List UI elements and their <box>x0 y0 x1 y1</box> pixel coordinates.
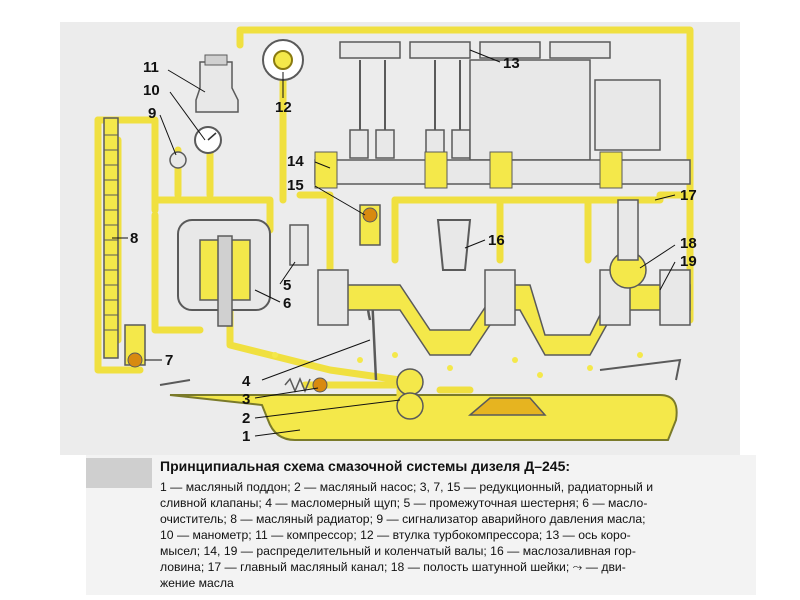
cylinder-head <box>469 59 591 161</box>
drain-valve-ball <box>362 207 378 223</box>
callout-2: 2 <box>242 410 250 427</box>
piston <box>594 79 661 151</box>
callout-9: 9 <box>148 105 156 122</box>
oil-pickup-screen <box>467 397 547 416</box>
rocker-assembly <box>339 41 611 59</box>
oil-sump <box>169 394 678 441</box>
reducing-valve-ball <box>312 377 328 393</box>
caption-line: сливной клапаны; 4 — масломерный щуп; 5 … <box>160 496 648 510</box>
intermediate-gear <box>289 224 309 266</box>
callout-19: 19 <box>680 253 697 270</box>
caption-panel <box>86 455 756 595</box>
reducing-valve-spring <box>284 377 311 393</box>
turbocharger-bushing <box>273 50 293 70</box>
caption-line: 10 — манометр; 11 — компрессор; 12 — вту… <box>160 528 631 542</box>
oil-drips <box>272 352 643 378</box>
cam-lobes <box>314 151 623 189</box>
caption-line: жение масла <box>160 576 234 590</box>
oil-pump-gear-top <box>396 368 424 396</box>
oil-filter-rotor <box>217 235 233 327</box>
compressor-head <box>204 54 228 66</box>
callout-3: 3 <box>242 391 250 408</box>
caption-line: 1 — масляный поддон; 2 — масляный насос;… <box>160 480 654 494</box>
compressor <box>195 61 239 113</box>
callout-7: 7 <box>165 352 173 369</box>
callout-5: 5 <box>283 277 291 294</box>
callout-18: 18 <box>680 235 697 252</box>
callout-14: 14 <box>287 153 304 170</box>
callout-17: 17 <box>680 187 697 204</box>
callout-10: 10 <box>143 82 160 99</box>
conrod <box>617 199 639 261</box>
sump-outline <box>159 358 682 386</box>
callout-15: 15 <box>287 177 304 194</box>
oil-pump-gear-bottom <box>396 392 424 420</box>
callout-13: 13 <box>503 55 520 72</box>
callout-11: 11 <box>143 59 159 76</box>
callout-1: 1 <box>242 428 250 445</box>
caption-line: очиститель; 8 — масляный радиатор; 9 — с… <box>160 512 646 526</box>
oil-filler-neck <box>436 219 472 271</box>
radiator-fins <box>104 134 118 331</box>
callout-8: 8 <box>130 230 138 247</box>
leader-lines <box>112 49 676 437</box>
caption-line: ловина; 17 — главный масляный канал; 18 … <box>160 560 626 574</box>
caption-title: Принципиальная схема смазочной системы д… <box>160 458 571 474</box>
callout-4: 4 <box>242 373 251 390</box>
caption-gray-tab <box>86 458 152 488</box>
callout-6: 6 <box>283 295 291 312</box>
pressure-alarm-sensor <box>169 151 187 169</box>
callout-16: 16 <box>488 232 505 249</box>
caption-line: мысел; 14, 19 — распределительный и коле… <box>160 544 636 558</box>
radiator-valve-ball <box>127 352 143 368</box>
pushrods <box>359 60 461 135</box>
manometer-needle <box>207 132 217 141</box>
callout-12: 12 <box>275 99 292 116</box>
